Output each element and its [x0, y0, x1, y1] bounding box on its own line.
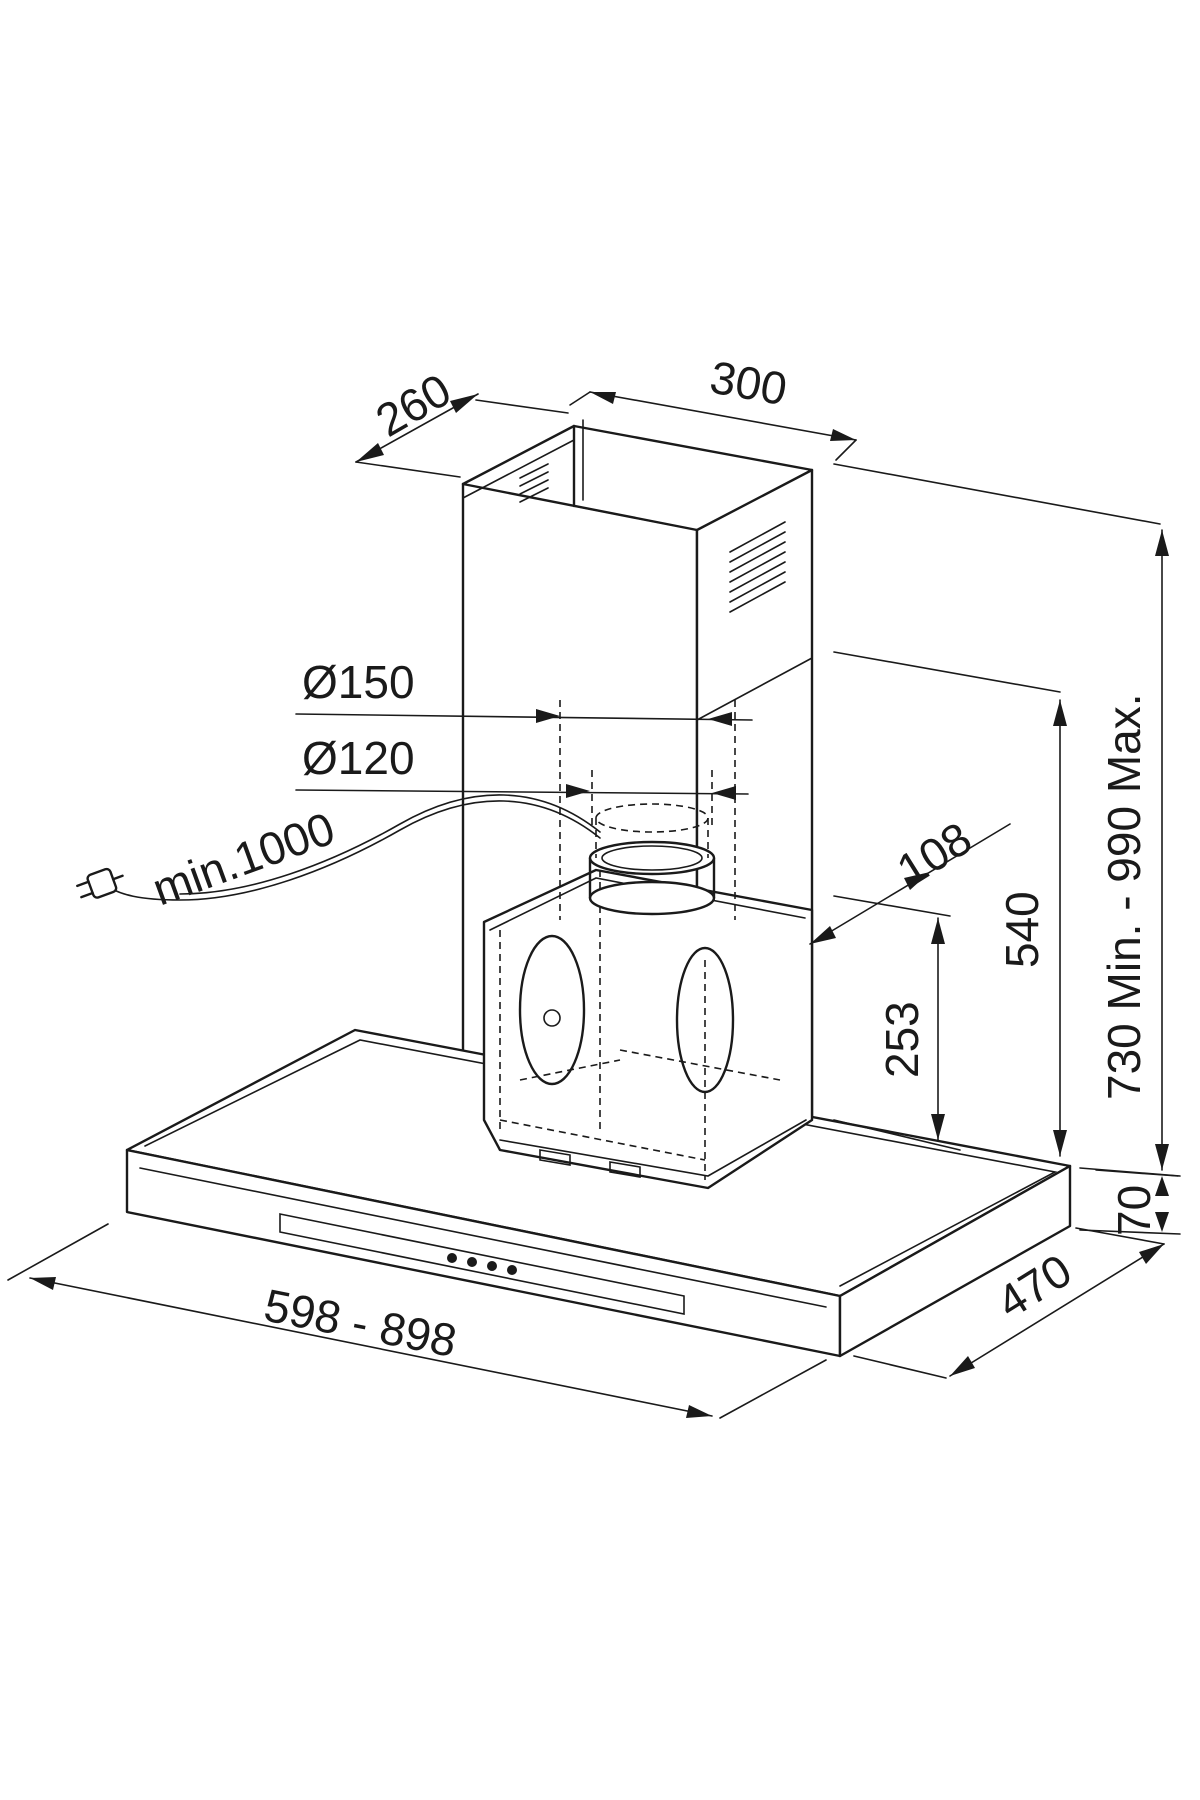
dim-label-540: 540	[996, 891, 1048, 968]
dim-label-d150: Ø150	[302, 656, 415, 708]
dim-label-total-height: 730 Min. - 990 Max.	[1098, 693, 1150, 1100]
dim-duct-120: Ø120	[295, 732, 749, 800]
canopy	[125, 1028, 1072, 1358]
dim-motor-height: 253	[833, 895, 961, 1151]
dim-total-height: 730 Min. - 990 Max.	[833, 463, 1179, 1177]
vent-grille-right	[729, 521, 786, 613]
dim-label-cable-length: min.1000	[146, 802, 342, 916]
plug-icon	[76, 867, 124, 899]
dim-canopy-thickness: 70	[1079, 1167, 1181, 1236]
motor-housing	[482, 868, 814, 1190]
dim-label-width: 598 - 898	[260, 1279, 461, 1367]
vent-grille-left	[519, 463, 549, 503]
dim-outlet-offset: 108	[809, 812, 1011, 945]
control-panel	[279, 1213, 685, 1315]
fan-housing-right	[675, 946, 735, 1094]
dim-duct-150: Ø150	[295, 656, 753, 726]
power-cable	[104, 794, 601, 901]
duct-collar	[588, 803, 716, 916]
dim-label-70: 70	[1108, 1185, 1160, 1236]
fan-housing-left	[518, 934, 586, 1086]
dim-label-260: 260	[367, 363, 459, 446]
dim-label-108: 108	[888, 812, 981, 897]
control-button-2	[467, 1257, 477, 1267]
control-button-3	[487, 1261, 497, 1271]
control-button-4	[507, 1265, 517, 1275]
control-button-1	[447, 1253, 457, 1263]
dim-label-300: 300	[706, 351, 791, 416]
dim-upper-height: 540	[833, 651, 1067, 1157]
dim-chimney-width: 300	[569, 351, 857, 461]
dim-label-253: 253	[876, 1001, 928, 1078]
dim-label-d120: Ø120	[302, 732, 415, 784]
